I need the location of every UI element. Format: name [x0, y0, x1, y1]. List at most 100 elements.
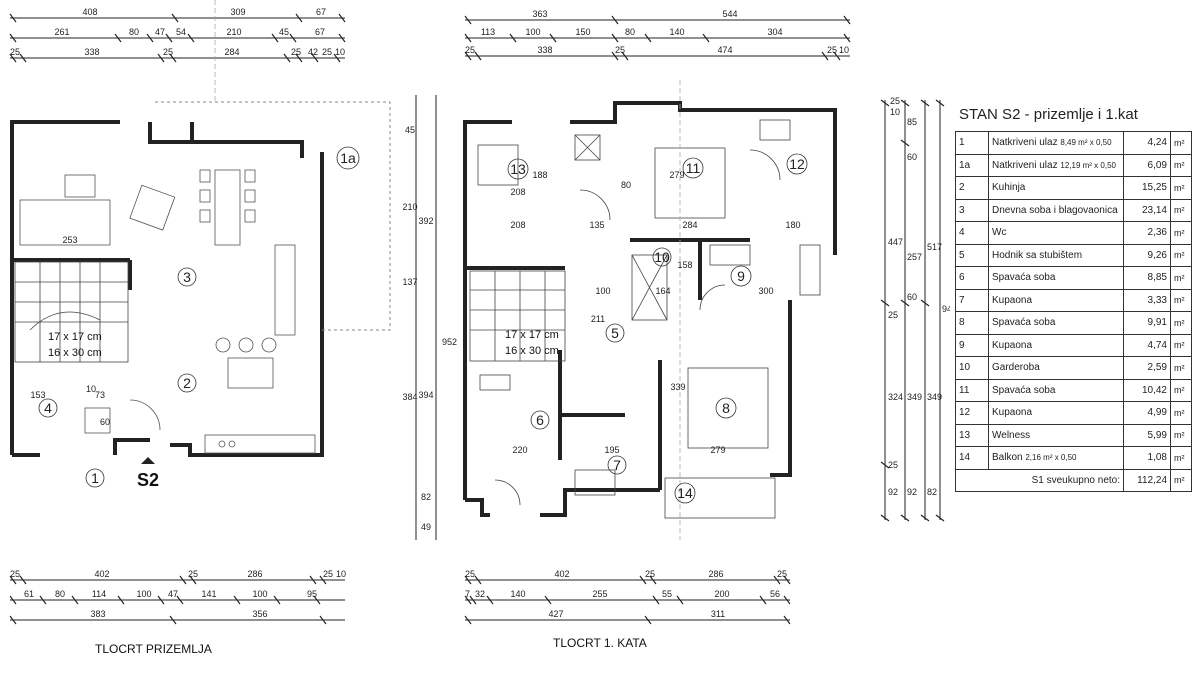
room-area-cell: 1,08: [1123, 446, 1171, 470]
first-floor-caption: TLOCRT 1. KATA: [553, 636, 647, 650]
dim-label: 25: [888, 460, 898, 470]
area-unit-cell: m²: [1170, 311, 1192, 335]
dim-label: 54: [176, 27, 186, 37]
dim-label: 25: [163, 47, 173, 57]
dim-label: 153: [30, 390, 45, 400]
unit-marker: S2: [137, 470, 159, 490]
room-area-note: 2,16 m² x 0,50: [1025, 453, 1077, 463]
area-unit-cell: m²: [1170, 131, 1192, 155]
dim-label: 474: [717, 45, 732, 55]
dim-label: 25: [188, 569, 198, 579]
area-unit-cell: m²: [1170, 288, 1192, 312]
room-area-note: 8,49 m² x 0,50: [1060, 138, 1112, 148]
dim-label: 25: [827, 45, 837, 55]
dim-label: 67: [316, 7, 326, 17]
dim-label: 339: [670, 382, 685, 392]
room-name: Hodnik sa stubištem: [992, 249, 1083, 261]
room-area-note: 12,19 m² x 0,50: [1060, 160, 1116, 170]
dim-label: 47: [155, 27, 165, 37]
room-name: Kupaona: [992, 339, 1033, 351]
first-floor-labels: 363 544 113 100 150 80 140 304 25 338 25…: [442, 9, 950, 650]
dim-label: 304: [767, 27, 782, 37]
dim-label: 284: [682, 220, 697, 230]
room-name: Spavaća soba: [992, 272, 1056, 284]
room-number: 6: [536, 412, 544, 428]
area-unit-cell: m²: [1170, 198, 1192, 222]
room-number-cell: 12: [955, 401, 989, 425]
dim-label: 92: [907, 487, 917, 497]
dim-label: 45: [405, 125, 415, 135]
dim-label: 253: [62, 235, 77, 245]
first-floor-plan: [415, 15, 945, 625]
room-area-cell: 2,59: [1123, 356, 1171, 380]
stair-dimension: 16 x 30 cm: [505, 345, 559, 357]
room-number-cell: 11: [955, 378, 989, 402]
dim-label: 82: [927, 487, 937, 497]
total-area: 112,24: [1123, 468, 1171, 492]
room-name: Natkriveni ulaz: [992, 137, 1058, 149]
room-number-cell: 13: [955, 423, 989, 447]
dim-label: 25: [465, 45, 475, 55]
dim-label: 135: [589, 220, 604, 230]
floor-plans-drawing: 408 309 67 261 80 47 54 210 45 67 25 338…: [9, 0, 950, 656]
dim-label: 363: [532, 9, 547, 19]
dim-label: 80: [129, 27, 139, 37]
dim-label: 210: [402, 202, 417, 212]
room-name-cell: Kupaona: [988, 288, 1124, 312]
dim-label: 952: [442, 337, 457, 347]
dim-label: 61: [24, 589, 34, 599]
area-unit-cell: m²: [1170, 423, 1192, 447]
stair-dimension: 16 x 30 cm: [48, 347, 102, 359]
room-name: Welness: [992, 429, 1031, 441]
dim-label: 517: [927, 242, 942, 252]
room-number-cell: 1: [955, 131, 989, 155]
room-number: 13: [510, 161, 526, 177]
dim-label: 261: [54, 27, 69, 37]
dim-label: 402: [554, 569, 569, 579]
dim-label: 948: [942, 304, 950, 314]
room-number: 4: [44, 400, 52, 416]
dim-label: 92: [888, 487, 898, 497]
dim-label: 67: [315, 27, 325, 37]
dim-label: 10: [335, 47, 345, 57]
room-number-cell: 8: [955, 311, 989, 335]
room-name-cell: Spavaća soba: [988, 311, 1124, 335]
room-area-cell: 2,36: [1123, 221, 1171, 245]
dim-label: 114: [92, 589, 106, 599]
dim-label: 208: [510, 220, 525, 230]
room-number-cell: 14: [955, 446, 989, 470]
area-unit-cell: m²: [1170, 446, 1192, 470]
dim-label: 100: [525, 27, 540, 37]
room-number: 10: [654, 249, 670, 265]
dim-label: 100: [595, 286, 610, 296]
dim-label: 356: [252, 609, 267, 619]
dim-label: 338: [537, 45, 552, 55]
dim-label: 25: [465, 569, 475, 579]
area-unit-cell: m²: [1170, 243, 1192, 267]
dim-label: 200: [714, 589, 729, 599]
stair-dimension: 17 x 17 cm: [48, 331, 102, 343]
room-name-cell: Spavaća soba: [988, 266, 1124, 290]
room-name: Dnevna soba i blagovaonica: [992, 204, 1118, 216]
area-unit-cell: m²: [1170, 153, 1192, 177]
dim-label: 10: [336, 569, 346, 579]
room-area-cell: 3,33: [1123, 288, 1171, 312]
dim-label: 141: [201, 589, 216, 599]
room-number: 9: [737, 268, 745, 284]
dim-label: 284: [224, 47, 239, 57]
dim-label: 42: [308, 47, 318, 57]
room-name: Balkon: [992, 452, 1023, 464]
dim-label: 286: [708, 569, 723, 579]
total-label: S1 sveukupno neto:: [955, 468, 1124, 492]
room-number: 14: [677, 485, 693, 501]
room-area-cell: 9,91: [1123, 311, 1171, 335]
room-name-cell: Natkriveni ulaz 8,49 m² x 0,50: [988, 131, 1124, 155]
dim-label: 408: [82, 7, 97, 17]
